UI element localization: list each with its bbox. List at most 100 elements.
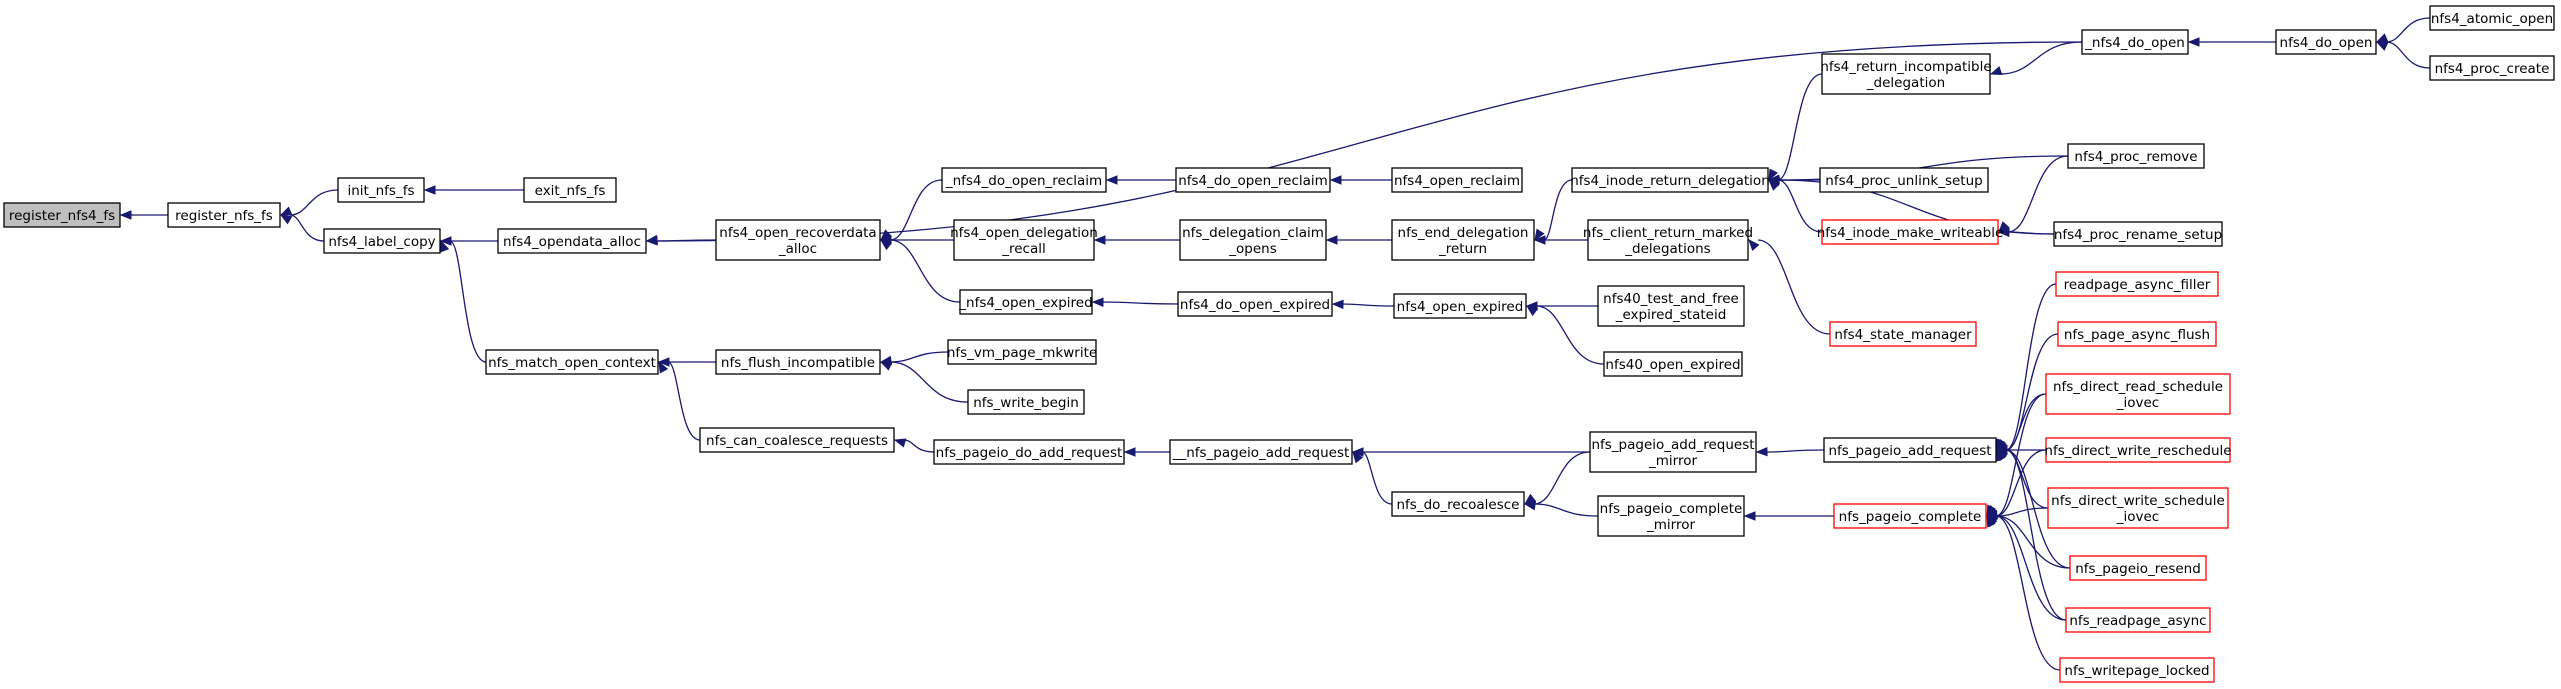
node-label: __nfs_pageio_add_request [1172,445,1350,461]
node-nfs4-proc-create[interactable]: nfs4_proc_create [2429,55,2555,81]
edge-arrowhead [1533,235,1546,245]
edge-nfs4_label_copy-nfs_match_open_context [440,239,487,363]
node-nfs4-proc-remove[interactable]: nfs4_proc_remove [2067,143,2205,169]
node-nfs40-open-expired[interactable]: nfs40_open_expired [1603,351,1743,377]
node-box [1603,351,1743,377]
edge-arrowhead [2187,37,2200,47]
node-nfs-pageio-complete-mirror[interactable]: nfs_pageio_complete_mirror [1597,495,1745,537]
node-nfs4-open-recoverdata-alloc[interactable]: nfs4_open_recoverdata_alloc [715,219,881,261]
node-label: nfs_can_coalesce_requests [706,433,888,449]
node-label: nfs_do_recoalesce [1396,497,1519,513]
edge-nfs4_inode_return_delegation-nfs4_return_incompatible_delegation [1768,73,1823,182]
node-nfs-end-delegation-return[interactable]: nfs_end_delegation_return [1391,219,1535,261]
node-box [2055,271,2219,297]
node-nfs4-open-reclaim[interactable]: nfs4_open_reclaim [1391,167,1523,193]
node-nfs-direct-write-schedule-iovec[interactable]: nfs_direct_write_schedule_iovec [2047,487,2229,529]
node-label: _recall [1001,241,1046,257]
node-nfs4-do-open-expired[interactable]: nfs4_do_open_expired [1177,291,1333,317]
edge-arrowhead [1525,305,1539,317]
node-nfs4-inode-return-delegation[interactable]: nfs4_inode_return_delegation [1570,167,1770,193]
node-nfs-page-async-flush[interactable]: nfs_page_async_flush [2057,321,2217,347]
node-label: nfs_vm_page_mkwrite [947,345,1097,361]
edge-register_nfs4_fs-register_nfs_fs [119,210,168,220]
node-label: nfs4_proc_rename_setup [2054,227,2222,243]
node-label: nfs4_open_reclaim [1394,173,1520,189]
node---nfs-pageio-add-request[interactable]: __nfs_pageio_add_request [1169,439,1353,465]
node-nfs4-open-delegation-recall[interactable]: nfs4_open_delegation_recall [950,219,1098,261]
edges-layer [119,17,2431,671]
node--nfs4-open-expired[interactable]: _nfs4_open_expired [958,289,1093,315]
node-init-nfs-fs[interactable]: init_nfs_fs [337,177,425,203]
node-register-nfs-fs[interactable]: register_nfs_fs [167,202,281,228]
edge-arrowhead [1989,66,2003,76]
node-nfs-can-coalesce-requests[interactable]: nfs_can_coalesce_requests [699,427,895,453]
node-nfs-client-return-marked-delegations[interactable]: nfs_client_return_marked_delegations [1583,219,1753,261]
node-label: nfs_match_open_context [488,355,656,371]
node-nfs4-inode-make-writeable[interactable]: nfs4_inode_make_writeable [1817,219,2004,245]
edge-arrowhead [1352,450,1364,464]
node-box [1391,167,1523,193]
node-nfs-writepage-locked[interactable]: nfs_writepage_locked [2059,657,2215,683]
edge-arrowhead [879,361,893,371]
node-box [1819,167,1989,193]
edge-nfs4_do_open_expired-nfs4_open_expired [1331,299,1395,310]
edge-arrowhead [440,239,450,253]
node-label: nfs_direct_read_schedule [2053,379,2223,395]
node-nfs-pageio-add-request-mirror[interactable]: nfs_pageio_add_request_mirror [1589,431,1757,473]
node-label: nfs_direct_write_reschedule [2044,443,2231,459]
node-nfs-pageio-complete[interactable]: nfs_pageio_complete [1833,503,1987,529]
node-nfs-match-open-context[interactable]: nfs_match_open_context [485,349,659,375]
node-nfs4-do-open-reclaim[interactable]: nfs4_do_open_reclaim [1175,167,1331,193]
node-box [2275,29,2377,55]
edge-line [289,214,325,242]
node-label: nfs4_proc_create [2435,61,2550,77]
node-nfs-delegation-claim-opens[interactable]: nfs_delegation_claim_opens [1179,219,1327,261]
node-nfs-write-begin[interactable]: nfs_write_begin [967,389,1085,415]
node-nfs4-label-copy[interactable]: nfs4_label_copy [323,228,441,254]
node-nfs4-do-open[interactable]: nfs4_do_open [2275,29,2377,55]
node-label: nfs_client_return_marked [1583,225,1753,241]
node-box [2069,555,2207,581]
edge-line [1995,449,2047,517]
node-label: _mirror [1646,517,1695,533]
node-nfs-pageio-resend[interactable]: nfs_pageio_resend [2069,555,2207,581]
node-nfs4-atomic-open[interactable]: nfs4_atomic_open [2429,5,2555,31]
node-box [1821,53,1991,95]
node-nfs-flush-incompatible[interactable]: nfs_flush_incompatible [715,349,881,375]
node-nfs4-opendata-alloc[interactable]: nfs4_opendata_alloc [497,228,647,254]
node-label: nfs_pageio_resend [2075,561,2201,577]
node--nfs4-do-open[interactable]: _nfs4_do_open [2081,29,2189,55]
node-nfs-do-recoalesce[interactable]: nfs_do_recoalesce [1391,491,1525,517]
edge-register_nfs_fs-init_nfs_fs [279,189,339,216]
node-nfs-direct-write-reschedule[interactable]: nfs_direct_write_reschedule [2044,437,2232,463]
edge-arrowhead [1523,501,1537,511]
node-nfs4-proc-rename-setup[interactable]: nfs4_proc_rename_setup [2053,221,2223,247]
node-box [1589,431,1757,473]
edge-nfs_end_delegation_return-nfs4_inode_return_delegation [1534,179,1573,242]
node--nfs4-do-open-reclaim[interactable]: _nfs4_do_open_reclaim [941,167,1107,193]
node-label: nfs4_return_incompatible [1820,59,1991,75]
node-nfs40-test-and-free-expired-stateid[interactable]: nfs40_test_and_free_expired_stateid [1597,285,1745,327]
node-register-nfs4-fs[interactable]: register_nfs4_fs [3,202,121,228]
node-nfs-vm-page-mkwrite[interactable]: nfs_vm_page_mkwrite [947,339,1097,365]
edge-nfs4_open_expired-nfs40_open_expired [1525,305,1605,365]
node-nfs4-state-manager[interactable]: nfs4_state_manager [1829,321,1977,347]
edge-nfs_do_recoalesce-nfs_pageio_add_request_mirror [1523,451,1591,505]
node-nfs-direct-read-schedule-iovec[interactable]: nfs_direct_read_schedule_iovec [2045,373,2231,415]
edge-nfs_can_coalesce_requests-nfs_pageio_do_add_request [893,438,935,453]
node-label: nfs4_open_delegation [950,225,1098,241]
node-nfs4-proc-unlink-setup[interactable]: nfs4_proc_unlink_setup [1819,167,1989,193]
node-label: _return [1438,241,1487,257]
edge-line [2005,283,2057,451]
node-exit-nfs-fs[interactable]: exit_nfs_fs [523,177,617,203]
node-nfs4-open-expired[interactable]: nfs4_open_expired [1393,293,1527,319]
edge-__nfs_pageio_add_request-nfs_pageio_add_request_mirror [1351,447,1590,457]
node-readpage-async-filler[interactable]: readpage_async_filler [2055,271,2219,297]
node-nfs-readpage-async[interactable]: nfs_readpage_async [2065,607,2211,633]
node-nfs-pageio-do-add-request[interactable]: nfs_pageio_do_add_request [933,439,1125,465]
node-box [959,289,1093,315]
edge-arrowhead [279,206,293,216]
node-nfs4-return-incompatible-delegation[interactable]: nfs4_return_incompatible_delegation [1820,53,1992,95]
node-label: nfs40_open_expired [1605,357,1740,373]
node-nfs-pageio-add-request[interactable]: nfs_pageio_add_request [1823,437,1997,463]
